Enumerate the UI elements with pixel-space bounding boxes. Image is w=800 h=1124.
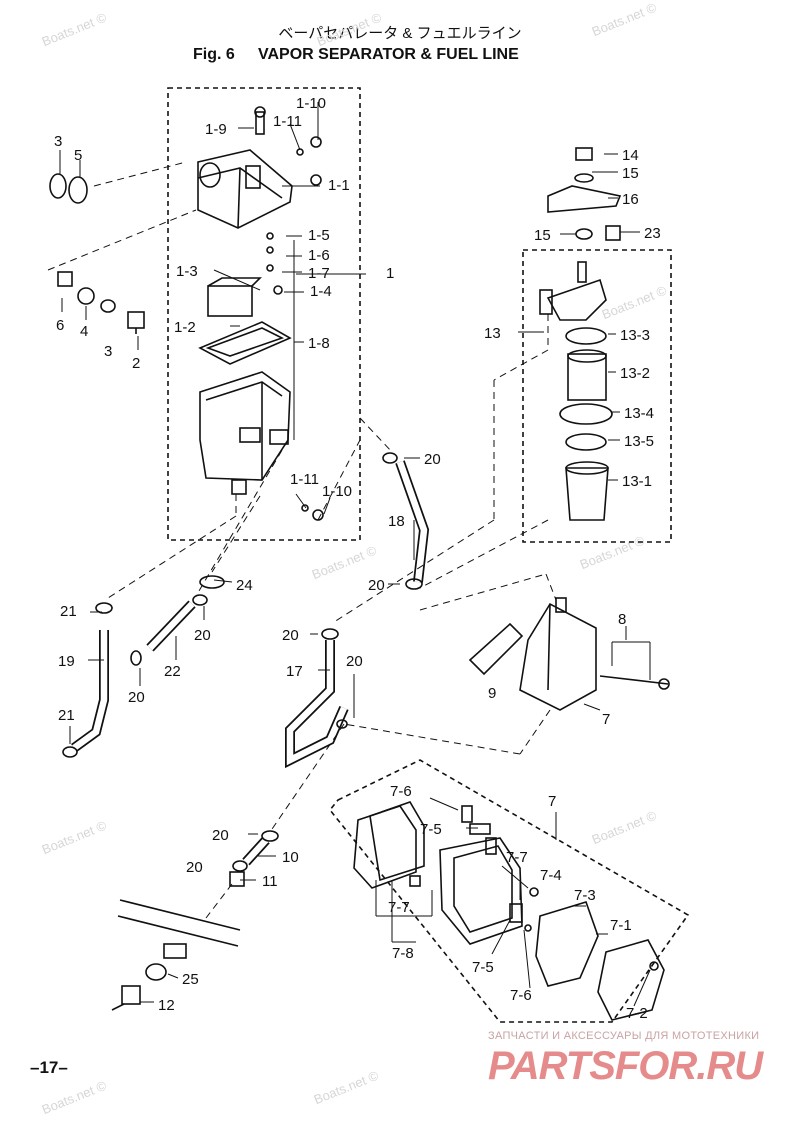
callout-label: 1-8	[308, 335, 330, 352]
callout-label: 13-2	[620, 365, 650, 382]
fuel-connector	[111, 871, 245, 1011]
callout-label: 1-3	[176, 263, 198, 280]
callout-label: 9	[488, 685, 496, 702]
callout-label: 8	[618, 611, 626, 628]
callout-label: 7-4	[540, 867, 562, 884]
callout-label: 1	[386, 265, 394, 282]
callout-label: 13-1	[622, 473, 652, 490]
screws	[254, 106, 324, 521]
fuel-filter-group-box	[522, 249, 672, 543]
callout-label: 7-6	[510, 987, 532, 1004]
fuel-filter-parts	[539, 147, 622, 521]
callout-label: 7-8	[392, 945, 414, 962]
callout-label: 1-11	[290, 471, 319, 488]
callout-label: 15	[534, 227, 551, 244]
fuel-pump	[468, 597, 670, 711]
callout-label: 3	[54, 133, 62, 150]
callout-label: 7-2	[626, 1005, 648, 1022]
callout-label: 1-4	[310, 283, 332, 300]
callout-label: 1-10	[322, 483, 352, 500]
brand-tagline: ЗАПЧАСТИ И АКСЕССУАРЫ ДЛЯ МОТОТЕХНИКИ	[488, 1030, 760, 1042]
callout-label: 7-7	[506, 849, 528, 866]
callout-label: 20	[346, 653, 363, 670]
callout-label: 15	[622, 165, 639, 182]
callout-label: 7	[548, 793, 556, 810]
callout-label: 1-1	[328, 177, 350, 194]
vapor-separator-cover	[197, 149, 293, 229]
callout-label: 21	[60, 603, 77, 620]
callout-label: 2	[132, 355, 140, 372]
routing-lines	[47, 161, 557, 919]
callout-label: 20	[212, 827, 229, 844]
hose-clamps	[62, 452, 423, 872]
page-number: –17–	[30, 1058, 68, 1077]
callout-label: 16	[622, 191, 639, 208]
gasket	[198, 321, 292, 365]
callout-label: 11	[262, 873, 278, 890]
callout-label: 7-7	[388, 899, 410, 916]
callout-label: 1-7	[308, 265, 330, 282]
callout-label: 20	[186, 859, 203, 876]
callout-label: 19	[58, 653, 75, 670]
fuel-pump-exploded	[353, 801, 665, 1021]
callout-label: 3	[104, 343, 112, 360]
callout-label: 17	[286, 663, 303, 680]
callout-label: 1-2	[174, 319, 196, 336]
callout-label: 4	[80, 323, 88, 340]
callout-label: 20	[194, 627, 211, 644]
callout-label: 5	[74, 147, 82, 164]
callout-label: 13-4	[624, 405, 654, 422]
callout-label: 20	[282, 627, 299, 644]
callout-label: 20	[424, 451, 441, 468]
callout-label: 23	[644, 225, 661, 242]
callout-label: 18	[388, 513, 405, 530]
callout-label: 1-6	[308, 247, 330, 264]
callout-label: 20	[128, 689, 145, 706]
figure-number: Fig. 6	[193, 46, 235, 63]
callout-label: 7-1	[610, 917, 632, 934]
fuel-pump-group-box	[328, 759, 690, 1023]
callout-label: 13-3	[620, 327, 650, 344]
callout-label: 7-5	[420, 821, 442, 838]
callout-label: 1-5	[308, 227, 330, 244]
callout-label: 22	[164, 663, 181, 680]
callout-label: 10	[282, 849, 299, 866]
callout-label: 12	[158, 997, 175, 1014]
callout-label: 6	[56, 317, 64, 334]
callout-label: 20	[368, 577, 385, 594]
grommets-and-bolt	[49, 173, 145, 334]
callout-label: 13-5	[624, 433, 654, 450]
brand-logo: PARTSFOR.RU	[488, 1044, 763, 1088]
callout-labels: 1-10 1-11 1-9 1-1 1-5 1-6 1-3 1-7 1-4 1 …	[54, 95, 661, 1022]
callout-label: 1-9	[205, 121, 227, 138]
callout-label: 13	[484, 325, 501, 342]
callout-label: 14	[622, 147, 639, 164]
callout-label: 7	[602, 711, 610, 728]
callout-label: 24	[236, 577, 253, 594]
float-chamber	[199, 371, 291, 495]
callout-label: 21	[58, 707, 75, 724]
title-japanese: ベーパセパレータ & フュエルライン	[278, 25, 522, 42]
vapor-separator-group-box	[167, 87, 361, 541]
callout-label: 1-11	[273, 113, 302, 130]
float	[207, 277, 262, 317]
callout-label: 1-10	[296, 95, 326, 112]
title-english: VAPOR SEPARATOR & FUEL LINE	[258, 46, 519, 63]
leader-lines	[59, 102, 651, 1007]
callout-label: 25	[182, 971, 199, 988]
callout-label: 7-3	[574, 887, 596, 904]
callout-label: 7-6	[390, 783, 412, 800]
callout-label: 7-5	[472, 959, 494, 976]
